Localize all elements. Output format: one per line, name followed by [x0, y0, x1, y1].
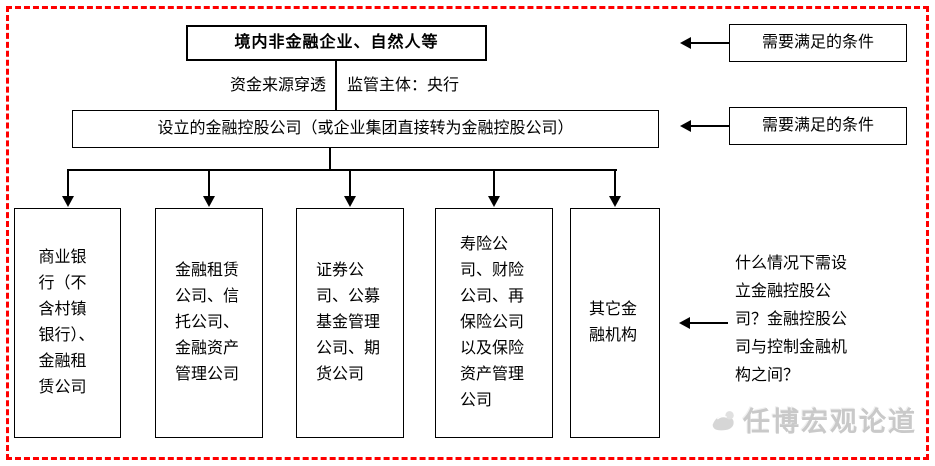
bird-logo-icon: [708, 405, 738, 435]
box-domestic-entities: 境内非金融企业、自然人等: [186, 25, 487, 61]
box-subsidiary-commercial-banks: 商业银行（不含村镇银行）、金融租赁公司: [14, 208, 121, 438]
label-regulator: 监管主体：央行: [347, 77, 460, 94]
note-condition-1: 需要满足的条件: [729, 24, 907, 62]
left-arrow-1-line: [691, 42, 729, 44]
note-condition-2: 需要满足的条件: [729, 107, 907, 145]
drop-line-1: [67, 169, 69, 197]
drop-arrow-1-head: [62, 196, 74, 207]
label-funds-source: 资金来源穿透: [229, 77, 326, 94]
left-arrow-1-head: [680, 37, 691, 49]
watermark: 任博宏观论道: [708, 400, 917, 439]
subsidiary-label: 证券公司、公募基金管理公司、期货公司: [316, 262, 381, 383]
box-holding-company-label: 设立的金融控股公司（或企业集团直接转为金融控股公司）: [157, 120, 574, 137]
connector-hline: [68, 169, 617, 171]
subsidiary-label: 商业银行（不含村镇银行）、金融租赁公司: [38, 249, 95, 396]
drop-line-2: [208, 169, 210, 197]
box-subsidiary-insurance: 寿险公司、财险公司、再保险公司以及保险资产管理公司: [435, 208, 553, 438]
box-subsidiary-other-institutions: 其它金融机构: [570, 208, 660, 438]
watermark-text: 任博宏观论道: [743, 407, 917, 437]
connector-stub: [329, 148, 331, 170]
note-condition-1-label: 需要满足的条件: [761, 34, 874, 51]
drop-line-4: [493, 169, 495, 197]
box-holding-company: 设立的金融控股公司（或企业集团直接转为金融控股公司）: [72, 110, 659, 148]
left-arrow-3-line: [690, 322, 728, 324]
drop-line-5: [614, 169, 616, 197]
left-arrow-2-head: [680, 120, 691, 132]
drop-line-3: [349, 169, 351, 197]
drop-arrow-2-head: [203, 196, 215, 207]
box-subsidiary-leasing-trust: 金融租赁公司、信托公司、金融资产管理公司: [155, 208, 263, 438]
subsidiary-label: 其它金融机构: [589, 301, 638, 344]
connector-vline-top: [335, 61, 337, 110]
box-domestic-entities-label: 境内非金融企业、自然人等: [234, 34, 439, 51]
box-subsidiary-securities-funds: 证券公司、公募基金管理公司、期货公司: [296, 208, 404, 438]
left-arrow-3-head: [679, 317, 690, 329]
left-arrow-2-line: [691, 125, 729, 127]
drop-arrow-4-head: [488, 196, 500, 207]
note-condition-2-label: 需要满足的条件: [761, 117, 874, 134]
drop-arrow-3-head: [344, 196, 356, 207]
note-question: 什么情况下需设立金融控股公司？金融控股公司与控制金融机构之间？: [735, 255, 848, 384]
subsidiary-label: 金融租赁公司、信托公司、金融资产管理公司: [175, 262, 240, 383]
drop-arrow-5-head: [609, 196, 621, 207]
subsidiary-label: 寿险公司、财险公司、再保险公司以及保险资产管理公司: [460, 236, 525, 409]
